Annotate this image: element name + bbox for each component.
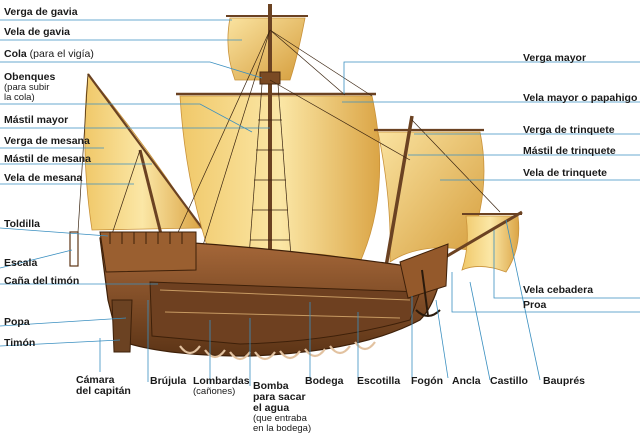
label-vela-cebadera: Vela cebadera [523,284,594,296]
stern-railing [104,231,196,244]
label-mastil-de-mesana: Mástil de mesana [4,153,91,165]
label-escala: Escala [4,257,38,269]
label-bodega: Bodega [305,375,344,387]
fore-mast [380,115,414,291]
label-proa: Proa [523,299,547,311]
label-verga-de-trinquete: Verga de trinquete [523,124,615,136]
label-vela-de-trinquete: Vela de trinquete [523,167,608,179]
label-timon: Timón [4,337,36,349]
label-ancla: Ancla [452,375,481,387]
label-vela-mayor: Vela mayor o papahigo [523,92,638,104]
label-verga-de-gavia: Verga de gavia [4,6,78,18]
label-lombardas: Lombardas(cañones) [193,375,250,397]
rudder [111,299,133,353]
label-mastil-mayor: Mástil mayor [4,114,69,126]
label-escotilla: Escotilla [357,375,401,387]
top-sail [227,17,306,81]
label-verga-de-mesana: Verga de mesana [4,135,90,147]
rigging [77,29,501,256]
cutaway-beams [159,289,411,319]
shrouds [247,83,293,271]
label-castillo: Castillo [490,375,528,387]
main-sail [179,95,381,263]
label-vela-de-gavia: Vela de gavia [4,26,70,38]
forecastle [399,243,449,299]
keel-ribs [179,341,376,361]
mizzen-yard [87,73,206,233]
label-toldilla: Toldilla [4,218,40,230]
crows-nest [259,71,281,85]
label-mastil-de-trinquete: Mástil de trinquete [523,145,616,157]
leader-lines [0,19,640,386]
label-fogon: Fogón [411,375,444,387]
label-baupres: Bauprés [543,375,586,387]
label-cana-del-timon: Caña del timón [4,275,80,287]
label-brujula: Brújula [150,375,187,387]
ladder [69,231,79,267]
label-popa: Popa [4,316,30,328]
label-verga-mayor: Verga mayor [523,52,587,64]
label-vela-de-mesana: Vela de mesana [4,172,83,184]
label-cola: Cola (para el vigía) [4,48,94,60]
